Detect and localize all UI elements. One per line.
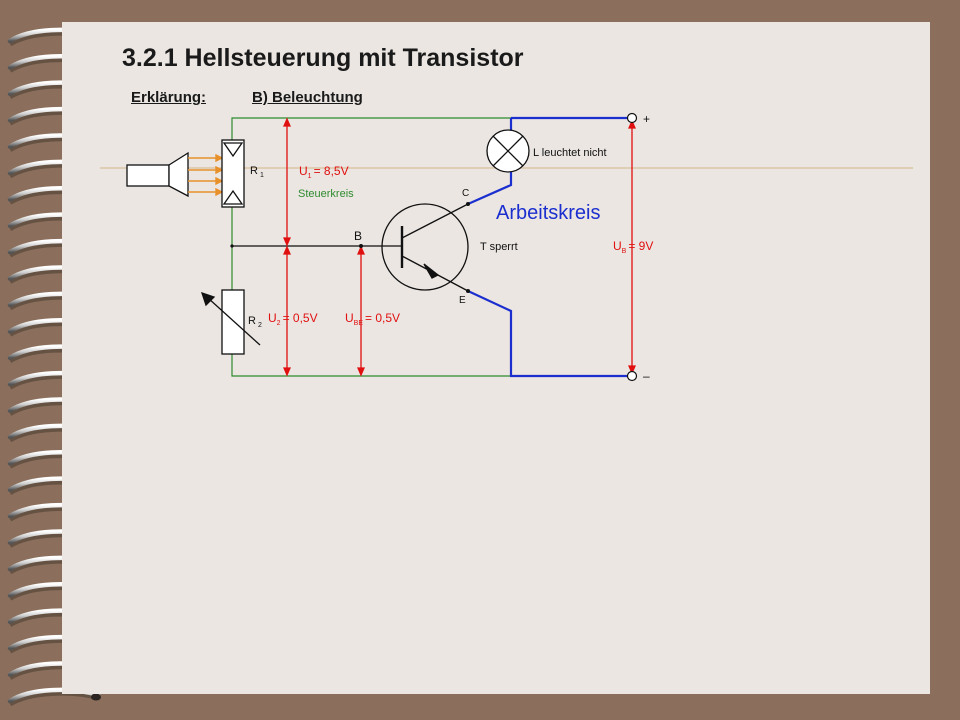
emitter-label: E [459, 295, 466, 306]
lamp-icon [486, 129, 530, 173]
binding-ring-shadow [8, 690, 101, 707]
explanation-label: Erklärung: [131, 89, 207, 106]
work-circuit-label: Arbeitskreis [496, 202, 600, 224]
u2-label: U2= 0,5V [268, 311, 318, 327]
plus-sign: + [643, 112, 650, 126]
control-circuit-wires [231, 117, 511, 377]
transistor-symbol [381, 203, 469, 292]
u1-label: U1= 8,5V [299, 164, 349, 180]
voltage-arrows [283, 117, 636, 377]
emitter-node [466, 289, 470, 293]
positive-terminal [626, 112, 638, 124]
binding-hole [91, 693, 101, 701]
base-label: B [354, 229, 362, 243]
negative-terminal [626, 370, 638, 382]
lamp-label: L leuchtet nicht [533, 147, 607, 159]
control-circuit-label: Steuerkreis [298, 188, 354, 200]
work-circuit-wires [467, 116, 632, 378]
junction-dot [230, 244, 234, 248]
light-rays [188, 153, 224, 197]
collector-label: C [462, 188, 469, 199]
minus-sign: – [643, 369, 650, 383]
topic-label: B) Beleuchtung [252, 89, 363, 106]
flashlight-icon [126, 151, 189, 198]
ube-label: UBE= 0,5V [345, 311, 400, 327]
base-node [359, 244, 363, 248]
transistor-state-label: T sperrt [480, 241, 518, 253]
potentiometer-r2 [200, 289, 261, 355]
ub-label: UB= 9V [613, 239, 653, 255]
photoresistor-r1 [221, 139, 245, 208]
page-title: 3.2.1 Hellsteuerung mit Transistor [122, 44, 524, 72]
collector-node [466, 202, 470, 206]
